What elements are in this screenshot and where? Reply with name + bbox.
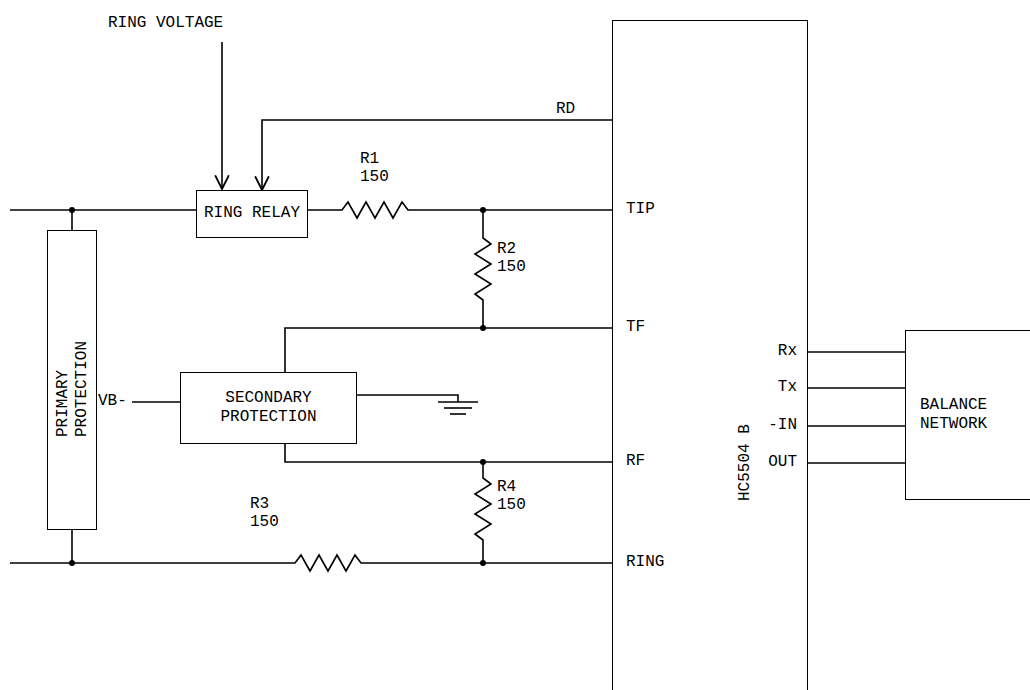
signal-label: RD — [556, 100, 575, 119]
node-title: RING RELAY — [204, 204, 300, 223]
ground-symbol — [438, 401, 478, 403]
resistor-value: 150 — [360, 168, 389, 187]
tip-line-wire — [10, 209, 72, 211]
pin-label: TF — [626, 318, 645, 337]
resistor-label: R3 — [250, 495, 269, 514]
network-box: BALANCE NETWORK — [905, 330, 1030, 500]
resistor-label: R1 — [360, 150, 379, 169]
battery-wire — [132, 401, 180, 403]
ring-line-wire — [10, 562, 72, 564]
ring-voltage-wire — [221, 42, 223, 189]
pin-label: RF — [626, 452, 645, 471]
supply-label: VB- — [98, 392, 127, 411]
pin-label: Tx — [778, 378, 797, 397]
resistor-symbol — [475, 462, 491, 563]
junction-dot — [480, 560, 486, 566]
junction-dot — [69, 207, 75, 213]
node-title: BALANCE NETWORK — [920, 396, 1030, 434]
wire — [808, 462, 905, 464]
junction-dot — [69, 560, 75, 566]
resistor-value: 150 — [250, 513, 279, 532]
pin-label: RING — [626, 553, 664, 572]
wire — [72, 210, 196, 230]
wire — [808, 387, 905, 389]
junction-dot — [480, 459, 486, 465]
resistor-symbol — [286, 555, 370, 571]
wire — [262, 120, 612, 190]
signal-label: RING VOLTAGE — [108, 14, 223, 33]
resistor-symbol — [333, 202, 417, 218]
node-title: SECONDARY PROTECTION — [189, 389, 348, 427]
node-title: HC5504 B — [736, 401, 755, 501]
resistor-patch — [286, 551, 370, 575]
wire — [808, 351, 905, 353]
relay-box: RING RELAY — [196, 190, 308, 238]
ground-symbol — [450, 413, 466, 415]
pin-label: -IN — [768, 416, 797, 435]
resistor-symbol — [475, 210, 491, 328]
ground-symbol — [444, 407, 472, 409]
resistor-value: 150 — [497, 258, 526, 277]
pin-label: Rx — [778, 342, 797, 361]
ground-wire — [355, 395, 458, 402]
pin-label: TIP — [626, 200, 655, 219]
wire — [285, 444, 612, 462]
protection-box: PRIMARY PROTECTION — [47, 230, 97, 530]
resistor-label: R4 — [497, 478, 516, 497]
resistor-value: 150 — [497, 496, 526, 515]
node-title: PRIMARY PROTECTION — [54, 325, 92, 437]
junction-dot — [480, 207, 486, 213]
resistor-patch — [333, 198, 417, 222]
wire — [285, 328, 612, 372]
resistor-label: R2 — [497, 240, 516, 259]
protection-box: SECONDARY PROTECTION — [180, 372, 357, 444]
wire — [808, 425, 905, 427]
junction-dot — [480, 325, 486, 331]
pin-label: OUT — [768, 453, 797, 472]
